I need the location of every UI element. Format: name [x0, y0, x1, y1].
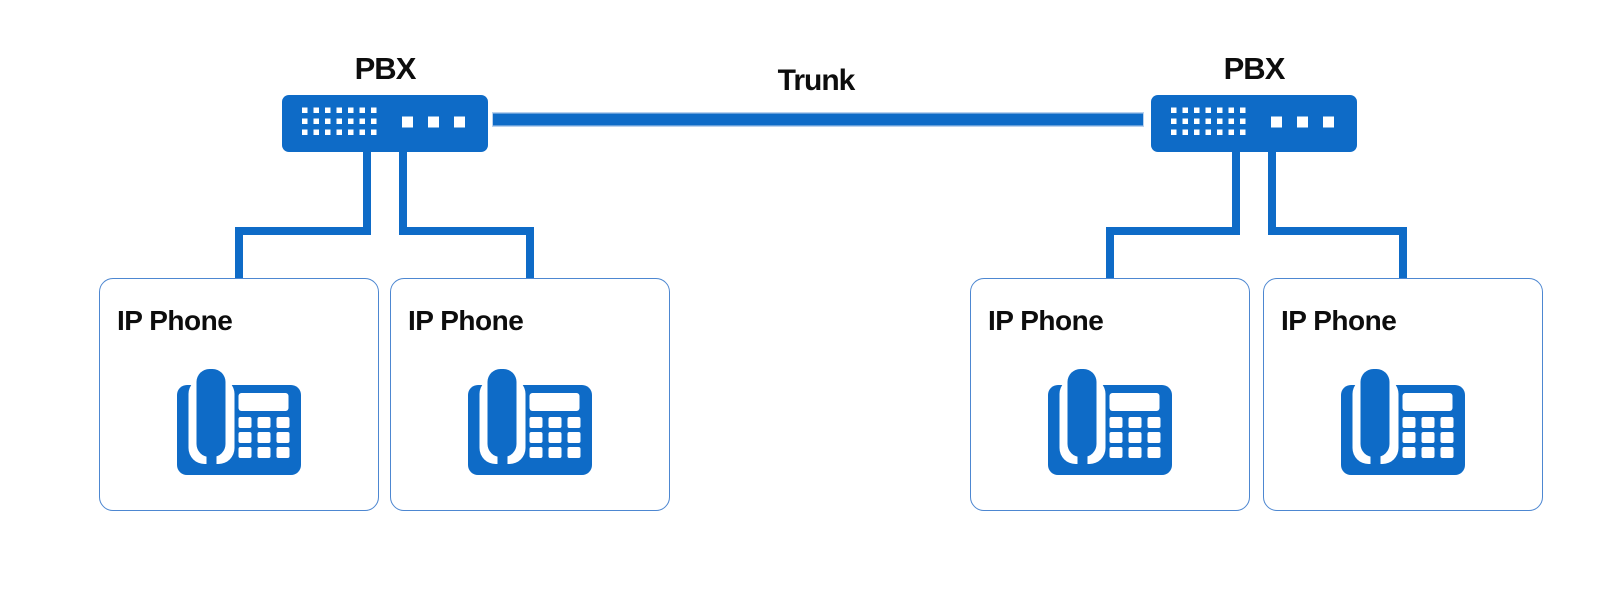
desk-phone-icon	[1341, 369, 1466, 476]
ip-phone-label: IP Phone	[1281, 305, 1397, 336]
ip-phone-node-2: IP Phone	[390, 278, 670, 511]
ip-phone-label: IP Phone	[408, 305, 524, 336]
pbx-device-icon	[1151, 95, 1357, 152]
desk-phone-icon	[1048, 369, 1173, 476]
desk-phone-icon	[177, 369, 302, 476]
desk-phone-icon	[468, 369, 593, 476]
ip-phone-node-4: IP Phone	[1263, 278, 1543, 511]
ip-phone-node-1: IP Phone	[99, 278, 379, 511]
trunk-label: Trunk	[777, 64, 856, 97]
pbx-device-icon	[282, 95, 488, 152]
ip-phone-label: IP Phone	[117, 305, 233, 336]
ip-phone-label: IP Phone	[988, 305, 1104, 336]
pbx-left-label: PBX	[354, 51, 417, 86]
ip-phone-node-3: IP Phone	[970, 278, 1250, 511]
pbx-right-label: PBX	[1223, 51, 1286, 86]
